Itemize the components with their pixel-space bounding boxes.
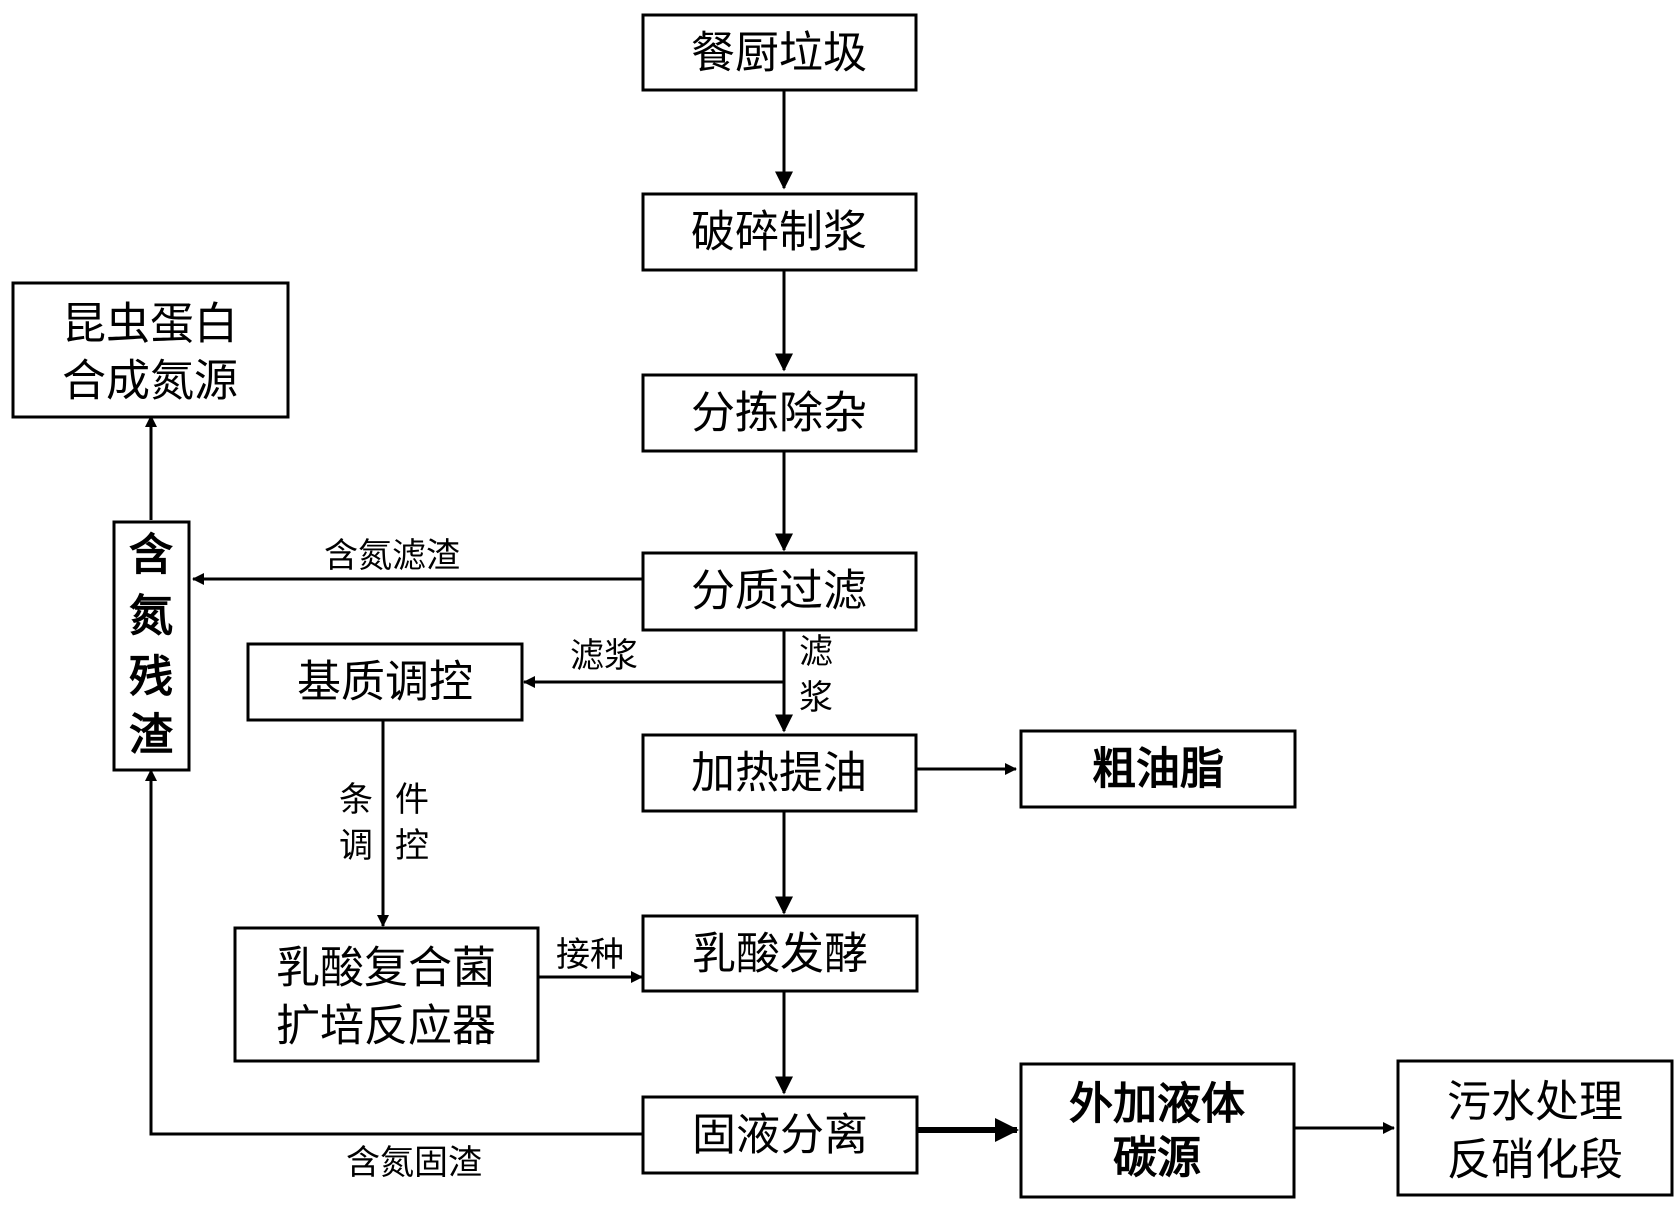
node-n-residue: 含 氮 残 渣: [112, 520, 191, 772]
node-solid-liquid-separation: 固液分离: [641, 1095, 919, 1175]
node-sort-remove-label: 分拣除杂: [691, 388, 867, 439]
node-quality-filter: 分质过滤: [641, 551, 918, 632]
node-heat-oil: 加热提油: [641, 733, 918, 813]
node-crush-pulp-label: 破碎制浆: [691, 207, 867, 258]
node-sewage-denitrification: 污水处理 反硝化段: [1396, 1059, 1674, 1197]
node-crush-pulp: 破碎制浆: [641, 192, 918, 272]
edge-label-condition-2: 件: [395, 780, 429, 820]
node-reactor-line1: 乳酸复合菌: [276, 943, 496, 994]
edge-label-condition-3: 调: [339, 826, 373, 866]
node-n-residue-char-4: 渣: [129, 710, 174, 761]
edge-separation-to-n-residue: [145, 769, 643, 1136]
node-external-carbon-line1: 外加液体: [1069, 1079, 1245, 1130]
node-food-waste-label: 餐厨垃圾: [691, 28, 867, 79]
node-food-waste: 餐厨垃圾: [641, 13, 918, 92]
node-sewage-line2: 反硝化段: [1447, 1135, 1623, 1186]
node-crude-oil-label: 粗油脂: [1092, 744, 1224, 795]
node-external-carbon-line2: 碳源: [1113, 1133, 1201, 1184]
node-insect-protein: 昆虫蛋白 合成氮源: [11, 281, 290, 419]
node-n-residue-char-2: 氮: [129, 591, 173, 642]
node-reactor-line2: 扩培反应器: [276, 1001, 496, 1052]
edge-label-condition-4: 控: [395, 826, 429, 866]
edge-label-n-filter-residue: 含氮滤渣: [324, 536, 460, 576]
node-lactic-ferment: 乳酸发酵: [641, 914, 919, 993]
edge-label-slurry-left: 滤浆: [570, 636, 638, 676]
edge-filter-to-substrate: [523, 630, 786, 688]
node-culture-reactor: 乳酸复合菌 扩培反应器: [233, 926, 540, 1063]
node-sort-remove: 分拣除杂: [641, 373, 918, 453]
edge-label-slurry-down-2: 浆: [799, 678, 833, 718]
node-insect-line1: 昆虫蛋白: [62, 299, 238, 350]
node-crude-oil: 粗油脂: [1019, 729, 1297, 809]
edge-label-slurry-down-1: 滤: [799, 632, 833, 672]
node-substrate-control: 基质调控: [246, 642, 524, 722]
node-insect-line2: 合成氮源: [62, 356, 238, 407]
node-quality-filter-label: 分质过滤: [691, 566, 867, 617]
node-external-carbon-source: 外加液体 碳源: [1019, 1062, 1296, 1199]
edge-label-inoculate: 接种: [556, 935, 624, 975]
node-solid-liquid-separation-label: 固液分离: [692, 1110, 868, 1161]
node-substrate-control-label: 基质调控: [297, 657, 473, 708]
node-n-residue-char-1: 含: [129, 530, 174, 581]
node-n-residue-char-3: 残: [129, 652, 173, 703]
node-lactic-ferment-label: 乳酸发酵: [692, 929, 868, 980]
node-heat-oil-label: 加热提油: [691, 748, 867, 799]
edge-label-n-solid-residue: 含氮固渣: [346, 1143, 482, 1183]
node-sewage-line1: 污水处理: [1447, 1077, 1623, 1128]
edge-label-condition-1: 条: [339, 780, 373, 820]
